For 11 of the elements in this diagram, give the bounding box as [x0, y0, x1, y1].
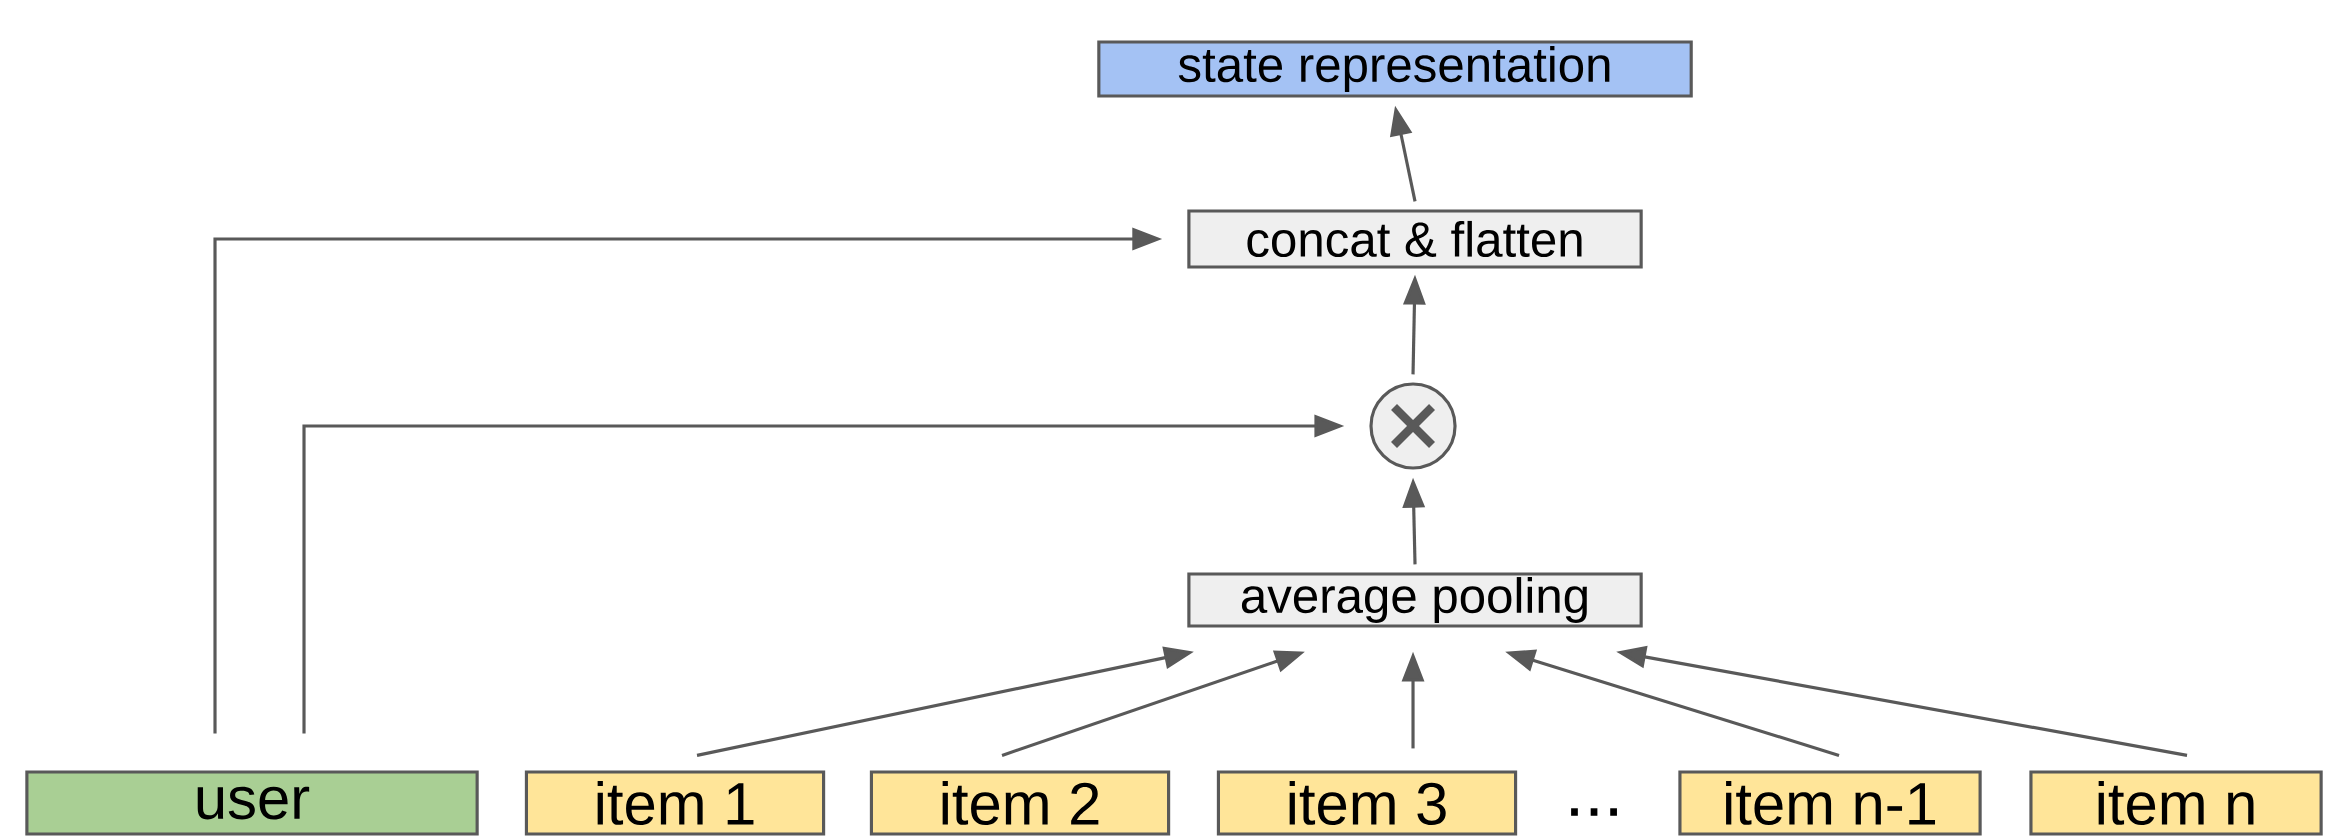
output-box: state representation — [1097, 40, 1693, 98]
input-box: item 1 — [524, 770, 826, 836]
input-box: item n — [2029, 770, 2323, 836]
multiply-circle — [1369, 382, 1457, 470]
input-box: item 3 — [1216, 770, 1518, 836]
input-box: item 2 — [869, 770, 1171, 836]
input-box: item n-1 — [1678, 770, 1982, 836]
input-box: user — [25, 770, 479, 836]
process-box: concat & flatten — [1187, 209, 1643, 269]
ellipsis: ... — [1571, 808, 1617, 816]
process-box: average pooling — [1187, 572, 1643, 628]
